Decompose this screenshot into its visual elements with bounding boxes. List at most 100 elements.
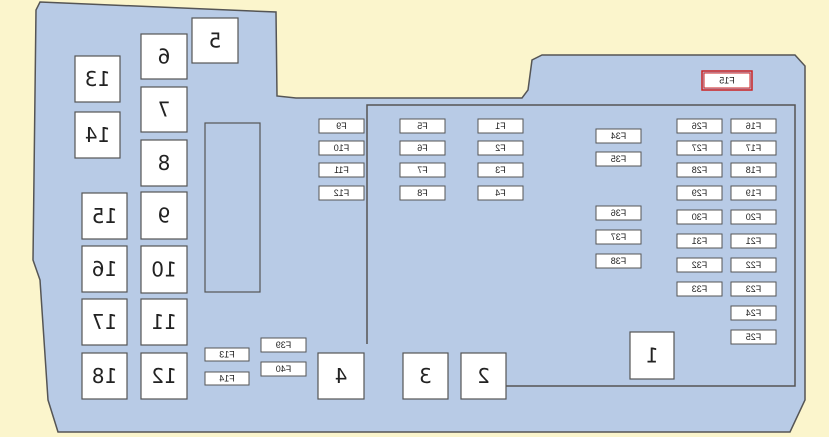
- fuse-f15: F15: [701, 70, 753, 91]
- relay-box-17: 17: [81, 298, 128, 346]
- fuse-f22: F22: [730, 257, 777, 273]
- fuse-section-frame: [366, 104, 796, 387]
- fuse-f33: F33: [676, 281, 723, 297]
- relay-box-18: 18: [81, 352, 128, 400]
- fuse-f1: F1: [477, 118, 524, 134]
- fuse-f2: F2: [477, 140, 524, 156]
- relay-box-2: 2: [460, 352, 507, 400]
- fuse-f3: F3: [477, 162, 524, 178]
- fuse-label: F28: [692, 165, 708, 175]
- fuse-label: F15: [719, 76, 735, 86]
- relay-box-14: 14: [74, 111, 121, 159]
- fuse-f28: F28: [676, 162, 723, 178]
- fuse-f8: F8: [399, 185, 446, 201]
- relay-box-6: 6: [140, 33, 188, 80]
- fuse-label: F5: [417, 121, 428, 131]
- fuse-label: F36: [611, 208, 627, 218]
- fuse-f13: F13: [204, 347, 250, 362]
- relay-box-label: 7: [158, 98, 171, 122]
- fuse-label: F32: [692, 260, 708, 270]
- relay-box-7: 7: [140, 86, 188, 133]
- fuse-label: F22: [746, 260, 762, 270]
- relay-box-13: 13: [74, 55, 121, 103]
- fuse-f32: F32: [676, 257, 723, 273]
- relay-box-label: 8: [158, 151, 171, 175]
- relay-box-label: 10: [151, 258, 176, 282]
- fuse-f36: F36: [595, 205, 642, 221]
- fuse-label: F8: [417, 188, 428, 198]
- fuse-label: F20: [746, 212, 762, 222]
- relay-box-label: 11: [151, 310, 176, 334]
- fuse-label: F2: [495, 143, 506, 153]
- relay-box-label: 12: [151, 364, 176, 388]
- fuse-label: F17: [746, 143, 762, 153]
- relay-box-15: 15: [81, 192, 128, 240]
- fuse-f9: F9: [318, 118, 365, 134]
- fuse-label: F9: [336, 121, 347, 131]
- relay-box-label: 9: [158, 204, 171, 228]
- relay-box-label: 17: [92, 310, 117, 334]
- fuse-f6: F6: [399, 140, 446, 156]
- fuse-label: F10: [334, 143, 350, 153]
- fuse-f4: F4: [477, 185, 524, 201]
- relay-box-label: 1: [646, 344, 659, 368]
- relay-box-3: 3: [402, 352, 449, 400]
- fuse-f31: F31: [676, 233, 723, 249]
- fuse-f29: F29: [676, 185, 723, 201]
- fuse-label: F1: [495, 121, 506, 131]
- fuse-f10: F10: [318, 140, 365, 156]
- fuse-f11: F11: [318, 162, 365, 178]
- fuse-label: F27: [692, 143, 708, 153]
- fuse-f20: F20: [730, 209, 777, 225]
- relay-box-label: 16: [92, 257, 117, 281]
- fuse-label: F7: [417, 165, 428, 175]
- fuse-f19: F19: [730, 185, 777, 201]
- fuse-f27: F27: [676, 140, 723, 156]
- relay-box-label: 6: [158, 45, 171, 69]
- fuse-label: F12: [334, 188, 350, 198]
- fuse-label: F31: [692, 236, 708, 246]
- relay-box-1: 1: [629, 331, 675, 380]
- fuse-label: F11: [334, 165, 349, 175]
- relay-box-label: 2: [477, 364, 490, 388]
- relay-slot-blank: [204, 122, 261, 293]
- fuse-panel-outline: [32, 1, 806, 433]
- fuse-label: F14: [219, 374, 235, 384]
- relay-box-label: 14: [85, 123, 110, 147]
- fuse-label: F40: [276, 364, 292, 374]
- relay-box-label: 5: [209, 29, 222, 53]
- relay-box-4: 4: [317, 352, 365, 400]
- relay-box-label: 4: [335, 364, 348, 388]
- fuse-label: F37: [611, 232, 627, 242]
- fuse-label: F23: [746, 284, 762, 294]
- fuse-label: F33: [692, 284, 708, 294]
- fuse-label: F19: [746, 188, 762, 198]
- fuse-label: F38: [611, 256, 627, 266]
- relay-box-label: 15: [92, 204, 117, 228]
- fuse-f37: F37: [595, 229, 642, 245]
- fuse-label: F18: [746, 165, 762, 175]
- fuse-f17: F17: [730, 140, 777, 156]
- fuse-f16: F16: [730, 118, 777, 134]
- fuse-f18: F18: [730, 162, 777, 178]
- fuse-f7: F7: [399, 162, 446, 178]
- fuse-label: F21: [746, 236, 762, 246]
- fuse-f14: F14: [204, 371, 250, 386]
- relay-box-label: 18: [92, 364, 117, 388]
- fuse-f26: F26: [676, 118, 723, 134]
- fuse-label: F39: [276, 340, 292, 350]
- fuse-label: F24: [746, 308, 762, 318]
- fuse-label: F34: [611, 131, 627, 141]
- fuse-label: F30: [692, 212, 708, 222]
- fuse-f23: F23: [730, 281, 777, 297]
- fuse-f39: F39: [260, 337, 307, 353]
- relay-box-10: 10: [140, 245, 188, 294]
- fuse-f34: F34: [595, 128, 642, 144]
- fuse-f35: F35: [595, 151, 642, 167]
- relay-box-12: 12: [140, 352, 188, 400]
- fuse-label: F25: [746, 332, 762, 342]
- fuse-label: F26: [692, 121, 708, 131]
- fuse-f12: F12: [318, 185, 365, 201]
- relay-box-label: 3: [419, 364, 432, 388]
